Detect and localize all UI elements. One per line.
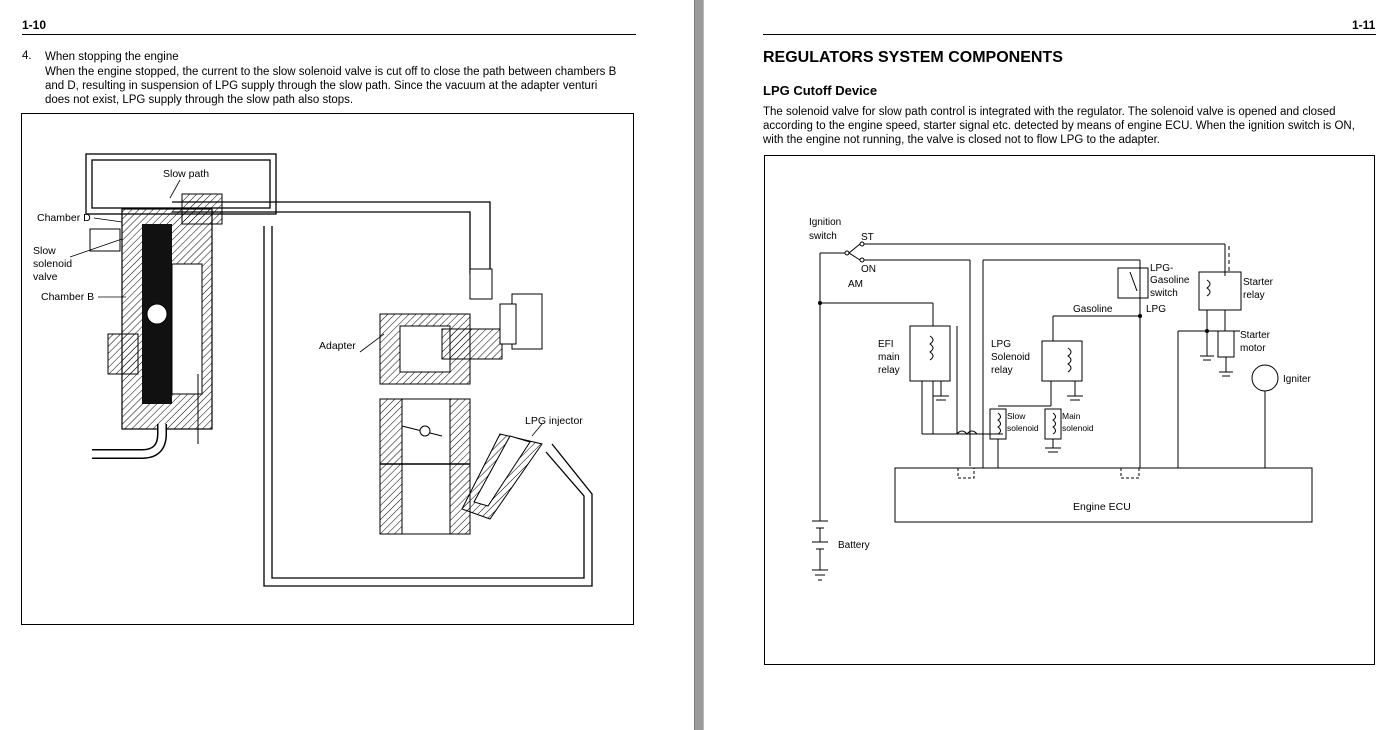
label-starter-relay-1: Starter (1243, 277, 1274, 288)
label-lpg-sol-1: LPG (991, 339, 1011, 350)
label-adapter: Adapter (319, 340, 356, 352)
label-engine-ecu: Engine ECU (1073, 501, 1131, 513)
label-slow-solenoid-valve-1: Slow (33, 245, 56, 257)
label-lpg-sol-3: relay (991, 365, 1013, 376)
label-lpg-gas-1: LPG- (1150, 263, 1173, 274)
right-page: 1-11 REGULATORS SYSTEM COMPONENTS LPG Cu… (704, 0, 1394, 730)
label-on: ON (861, 264, 876, 275)
label-main-sol-2: solenoid (1062, 423, 1094, 433)
regulator-body (89, 193, 223, 459)
label-slow-sol-1: Slow (1007, 411, 1026, 421)
body-line-1: The solenoid valve for slow path control… (763, 106, 1336, 118)
label-am: AM (848, 279, 863, 290)
label-igniter: Igniter (1283, 374, 1311, 385)
label-lpg-sol-2: Solenoid (991, 352, 1030, 363)
regulator-diagram: Slow path Chamber D Slow solenoid valve … (33, 153, 593, 587)
regulator-figure: Slow path Chamber D Slow solenoid valve … (21, 113, 634, 625)
step-number: 4. (22, 50, 32, 62)
label-lpg-gas-3: switch (1150, 288, 1178, 299)
label-starter-relay-2: relay (1243, 290, 1265, 301)
page-number-left: 1-10 (22, 18, 47, 32)
cutoff-circuit-diagram: Ignition switch ST ON AM LPG- Gasoline s… (809, 217, 1313, 581)
circuit-figure: Ignition switch ST ON AM LPG- Gasoline s… (764, 155, 1375, 665)
label-efi-2: main (878, 352, 900, 363)
label-chamber-b: Chamber B (41, 291, 94, 303)
label-chamber-d: Chamber D (37, 212, 91, 224)
header-rule-right (763, 34, 1376, 35)
step-title: When stopping the engine (45, 51, 179, 63)
label-main-sol-1: Main (1062, 411, 1081, 421)
header-rule-left (22, 34, 636, 35)
body-line-2: according to the engine speed, starter s… (763, 120, 1355, 132)
label-starter-motor-1: Starter (1240, 330, 1271, 341)
label-lpg-injector: LPG injector (525, 415, 583, 427)
step-line-1: When the engine stopped, the current to … (45, 66, 617, 78)
label-slow-path: Slow path (163, 168, 209, 180)
label-ignition: Ignition (809, 217, 841, 228)
left-page: 1-10 4. When stopping the engine When th… (0, 0, 694, 730)
label-lpg: LPG (1146, 304, 1166, 315)
label-efi-1: EFI (878, 339, 894, 350)
label-slow-solenoid-valve-2: solenoid (33, 258, 72, 270)
label-battery: Battery (838, 540, 870, 551)
page-gutter (694, 0, 704, 730)
label-st: ST (861, 232, 874, 243)
label-efi-3: relay (878, 365, 900, 376)
label-lpg-gas-2: Gasoline (1150, 275, 1190, 286)
section-subheading: LPG Cutoff Device (763, 83, 878, 98)
adapter-body (379, 268, 543, 535)
label-switch: switch (809, 231, 837, 242)
section-heading: REGULATORS SYSTEM COMPONENTS (763, 49, 1063, 66)
label-starter-motor-2: motor (1240, 343, 1266, 354)
page-number-right: 1-11 (1352, 18, 1376, 32)
step-line-2: and D, resulting in suspension of LPG su… (45, 80, 598, 92)
label-slow-sol-2: solenoid (1007, 423, 1039, 433)
step-line-3: does not exist, LPG supply through the s… (45, 94, 354, 106)
label-slow-solenoid-valve-3: valve (33, 271, 58, 283)
label-gasoline: Gasoline (1073, 304, 1113, 315)
body-line-3: with the engine not running, the valve i… (763, 134, 1161, 146)
